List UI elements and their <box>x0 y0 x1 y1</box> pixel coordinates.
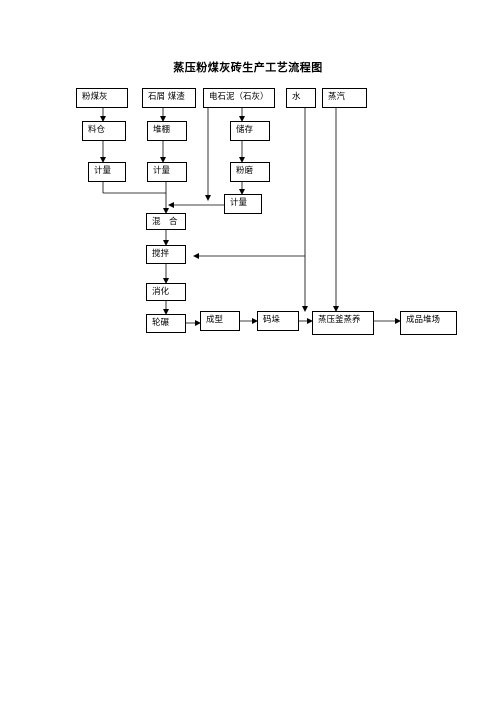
node-autoclave: 蒸压釜蒸养 <box>312 311 374 335</box>
node-digest: 消化 <box>146 283 186 301</box>
node-stir: 搅拌 <box>146 245 186 264</box>
diagram-title: 蒸压粉煤灰砖生产工艺流程图 <box>173 61 323 74</box>
node-yard: 成品堆场 <box>400 311 457 335</box>
node-wheel-mill: 轮碾 <box>146 314 186 333</box>
node-meter-2: 计量 <box>147 162 187 182</box>
node-grind: 粉磨 <box>230 162 270 182</box>
node-mix: 混 合 <box>146 213 186 230</box>
node-meter-1: 计量 <box>88 162 126 182</box>
node-forming: 成型 <box>200 311 240 331</box>
node-storage: 储存 <box>230 121 270 141</box>
node-shed: 堆棚 <box>147 121 187 141</box>
node-meter-3: 计量 <box>224 194 262 214</box>
node-carbide-lime: 电石泥（石灰） <box>203 88 275 108</box>
node-steam: 蒸汽 <box>322 88 367 108</box>
node-stacking: 码垛 <box>257 311 299 331</box>
node-fly-ash: 粉煤灰 <box>76 88 128 108</box>
node-stone-coal: 石屑 煤渣 <box>142 88 196 108</box>
node-silo: 料仓 <box>82 121 126 141</box>
node-water: 水 <box>286 88 316 108</box>
